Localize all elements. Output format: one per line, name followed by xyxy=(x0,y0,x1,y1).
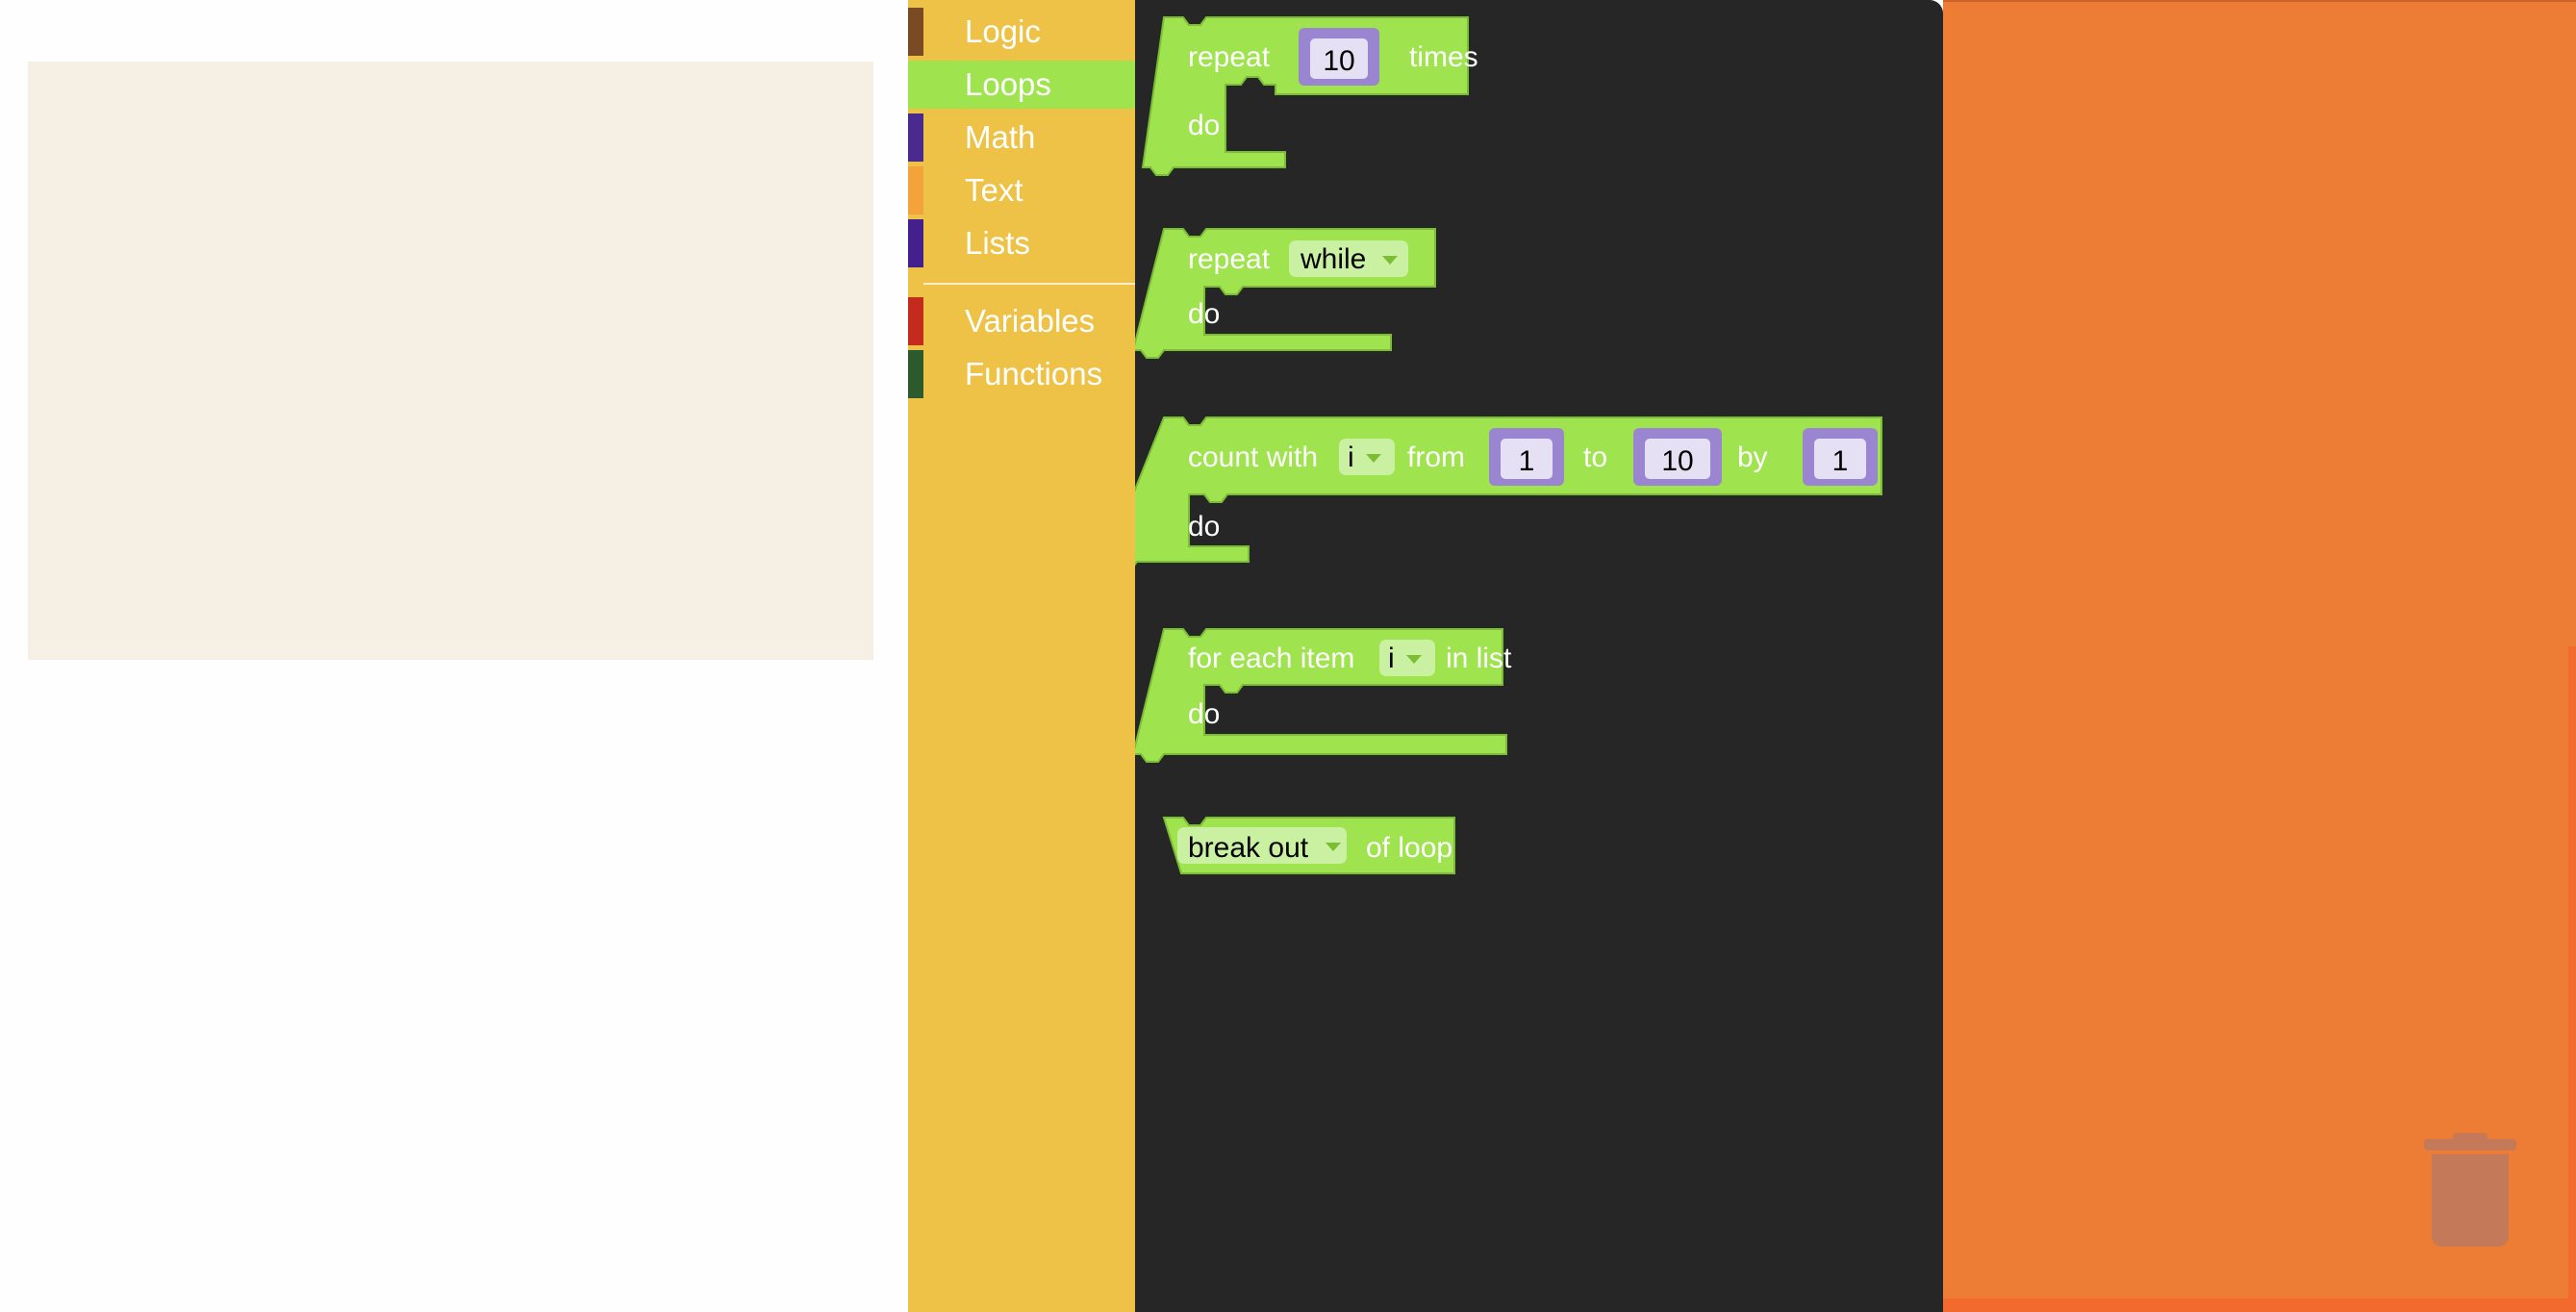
do-label: do xyxy=(1188,110,1220,141)
item-variable-value: i xyxy=(1388,643,1395,674)
dropdown-arrow-icon xyxy=(1406,655,1422,664)
toolbox-category-logic[interactable]: Logic xyxy=(908,8,1135,56)
toolbox-category-functions[interactable]: Functions xyxy=(908,350,1135,398)
workspace-scrollbar[interactable] xyxy=(2568,646,2576,1312)
repeat-label: repeat xyxy=(1188,243,1271,275)
counter-variable-value: i xyxy=(1348,442,1354,473)
category-label: Math xyxy=(965,119,1036,155)
flow-statement-dropdown[interactable]: break out xyxy=(1177,827,1347,864)
repeat-while-block[interactable]: repeat while do xyxy=(1135,228,1436,359)
by-number-value: 1 xyxy=(1832,445,1849,477)
count-with-block[interactable]: count with i from 1 to 10 xyxy=(1135,416,1882,569)
workspace[interactable] xyxy=(1943,0,2576,1312)
flow-statement-value: break out xyxy=(1188,832,1309,864)
for-each-block[interactable]: for each item i in list do xyxy=(1135,628,1512,763)
dropdown-arrow-icon xyxy=(1382,256,1398,265)
workspace-bottom-edge xyxy=(1943,1299,2576,1312)
from-label: from xyxy=(1407,442,1465,473)
do-label: do xyxy=(1188,298,1220,330)
in-list-label: in list xyxy=(1446,643,1512,674)
toolbox-category-text[interactable]: Text xyxy=(908,166,1135,214)
category-color-swatch xyxy=(908,350,923,398)
break-out-block[interactable]: break out of loop xyxy=(1162,817,1455,874)
counter-variable-dropdown[interactable]: i xyxy=(1339,439,1395,475)
by-label: by xyxy=(1737,442,1768,473)
trash-can-icon[interactable] xyxy=(2424,1133,2516,1247)
dropdown-arrow-icon xyxy=(1366,454,1381,463)
do-label: do xyxy=(1188,511,1220,542)
category-label: Loops xyxy=(965,66,1051,102)
by-number-input[interactable]: 1 xyxy=(1803,428,1878,486)
category-color-swatch xyxy=(908,297,923,345)
category-label: Functions xyxy=(965,356,1103,391)
to-label: to xyxy=(1583,442,1607,473)
category-label: Lists xyxy=(965,225,1030,261)
to-number-input[interactable]: 10 xyxy=(1633,428,1722,486)
item-variable-dropdown[interactable]: i xyxy=(1379,640,1435,676)
toolbox-separator xyxy=(923,283,1135,285)
category-color-swatch xyxy=(908,166,923,214)
count-with-label: count with xyxy=(1188,442,1318,473)
left-pane xyxy=(0,0,908,1312)
repeat-label: repeat xyxy=(1188,41,1271,73)
category-label: Variables xyxy=(965,303,1096,339)
do-label: do xyxy=(1188,698,1220,730)
from-number-value: 1 xyxy=(1519,445,1535,477)
from-number-input[interactable]: 1 xyxy=(1489,428,1564,486)
toolbox: Logic Loops Math Text Lists Variables Fu… xyxy=(908,0,1135,1312)
category-color-swatch xyxy=(908,219,923,267)
category-color-swatch xyxy=(908,61,923,109)
dropdown-arrow-icon xyxy=(1326,843,1341,851)
toolbox-category-variables[interactable]: Variables xyxy=(908,297,1135,345)
loop-mode-value: while xyxy=(1300,243,1366,275)
toolbox-category-loops[interactable]: Loops xyxy=(908,61,1135,109)
category-label: Text xyxy=(965,172,1023,208)
of-loop-label: of loop xyxy=(1366,832,1452,864)
flyout-canvas: repeat 10 times do repeat while do xyxy=(1135,16,1882,874)
category-label: Logic xyxy=(965,13,1041,49)
toolbox-category-math[interactable]: Math xyxy=(908,114,1135,162)
block-flyout: repeat 10 times do repeat while do xyxy=(1135,0,1943,1312)
for-each-item-label: for each item xyxy=(1188,643,1354,674)
toolbox-category-lists[interactable]: Lists xyxy=(908,219,1135,267)
category-color-swatch xyxy=(908,114,923,162)
times-label: times xyxy=(1409,41,1478,73)
workspace-top-edge xyxy=(1943,0,2576,2)
repeat-times-block[interactable]: repeat 10 times do xyxy=(1141,16,1478,176)
count-number-input[interactable]: 10 xyxy=(1299,28,1379,86)
to-number-value: 10 xyxy=(1661,445,1693,477)
count-number-value: 10 xyxy=(1323,45,1354,77)
preview-area xyxy=(28,62,873,660)
loop-mode-dropdown[interactable]: while xyxy=(1289,240,1408,277)
category-color-swatch xyxy=(908,8,923,56)
